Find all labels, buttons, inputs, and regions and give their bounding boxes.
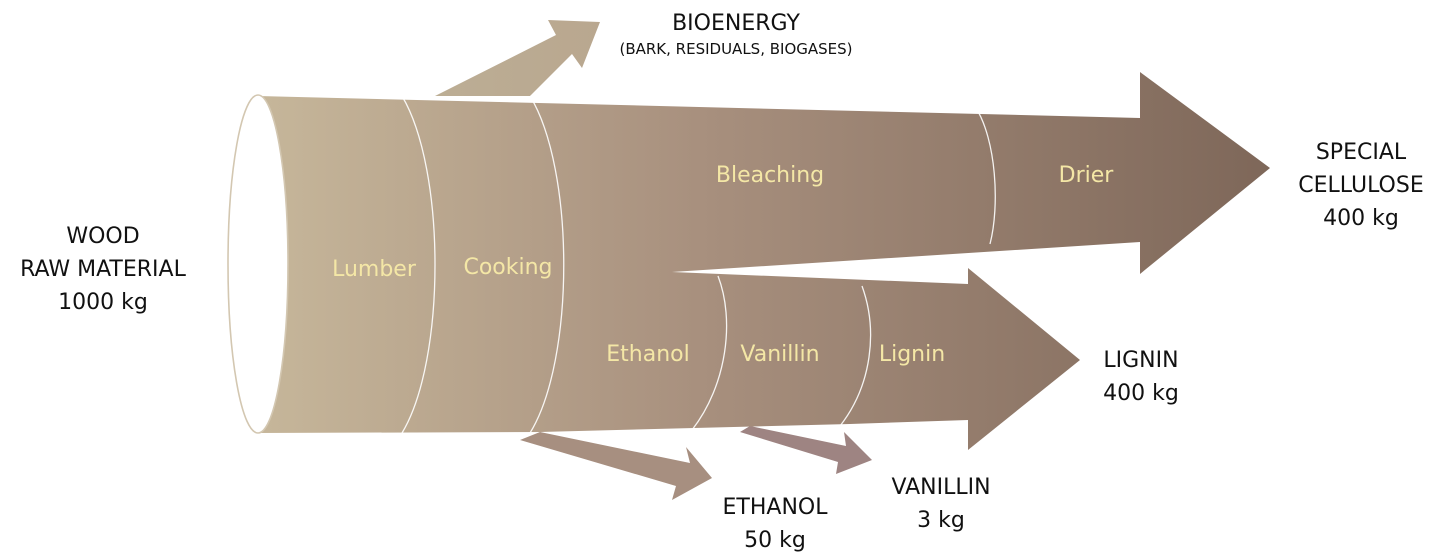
input-label-line3: 1000 kg [58,290,148,315]
bioenergy-sublabel: (BARK, RESIDUALS, BIOGASES) [619,40,852,58]
lignin-output-label-line1: LIGNIN [1103,348,1178,373]
special-cellulose-label-line3: 400 kg [1323,206,1399,231]
input-label-line2: RAW MATERIAL [20,257,186,282]
bioenergy-arrow [435,20,600,96]
stage-lumber: Lumber [332,257,417,282]
stage-drier: Drier [1059,163,1115,188]
ethanol-arrow [520,432,712,500]
vanillin-output-label-line1: VANILLIN [891,475,990,500]
stage-ethanol: Ethanol [606,342,689,367]
stage-cooking: Cooking [463,255,552,280]
stage-lignin: Lignin [879,342,945,367]
vanillin-output-label-line2: 3 kg [917,508,965,533]
input-label-line1: WOOD [66,224,139,249]
log-end-face [228,95,288,433]
ethanol-output-label-line1: ETHANOL [723,495,829,520]
ethanol-output-label-line2: 50 kg [744,528,806,553]
special-cellulose-label-line1: SPECIAL [1316,140,1407,165]
stage-vanillin: Vanillin [740,342,819,367]
special-cellulose-label-line2: CELLULOSE [1298,173,1423,198]
lignin-output-label-line2: 400 kg [1103,381,1179,406]
vanillin-arrow [740,426,872,474]
bioenergy-label: BIOENERGY [672,11,800,36]
stage-bleaching: Bleaching [716,163,824,188]
